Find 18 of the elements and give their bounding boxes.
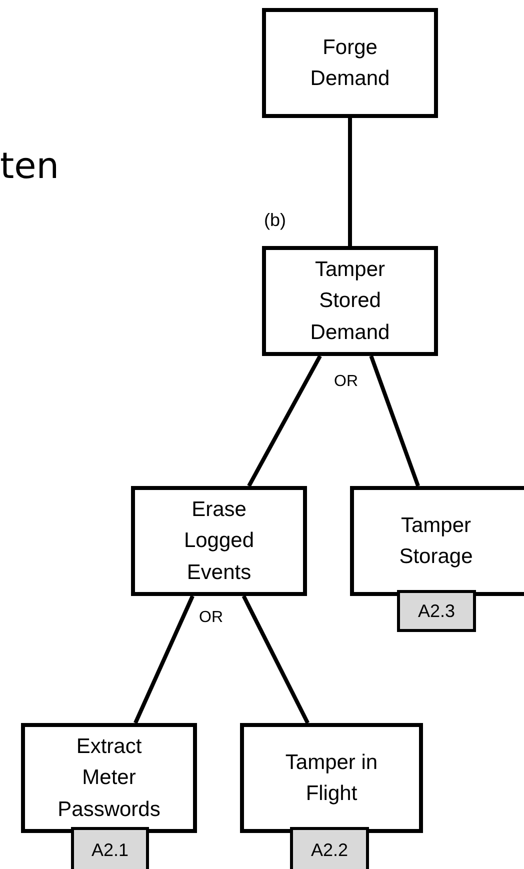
event-box: Tamper in Flight <box>240 723 423 833</box>
event-box: Tamper Stored Demand <box>262 246 438 356</box>
connector-line <box>348 118 352 246</box>
reference-tag: A2.1 <box>71 827 149 869</box>
connector-line <box>369 355 420 487</box>
event-box: Extract Meter Passwords <box>21 723 197 833</box>
heading-fragment: ten <box>0 146 60 187</box>
event-box: Erase Logged Events <box>131 486 307 596</box>
node-caption: (b) <box>264 210 286 231</box>
event-box: Tamper Storage <box>350 486 524 596</box>
event-box: Forge Demand <box>262 8 438 118</box>
reference-tag: A2.3 <box>397 590 476 632</box>
gate-label: OR <box>334 373 358 391</box>
connector-line <box>247 355 322 487</box>
connector-line <box>134 595 194 724</box>
reference-tag: A2.2 <box>290 827 369 869</box>
gate-label: OR <box>199 609 223 627</box>
connector-line <box>242 595 310 724</box>
